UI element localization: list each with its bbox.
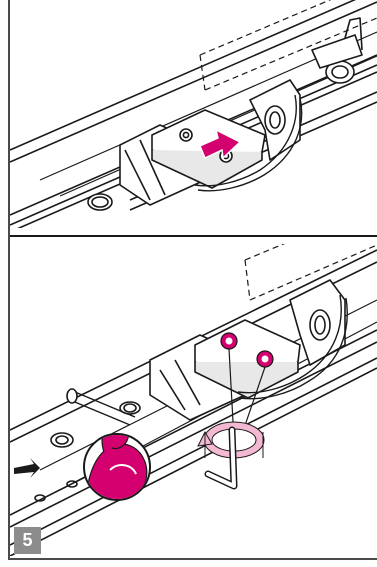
top-panel <box>10 0 377 232</box>
bottom-border-rule <box>8 558 377 560</box>
bracket-hole-1 <box>180 129 192 141</box>
direction-marker <box>14 458 40 478</box>
bottom-panel <box>10 205 377 556</box>
strength-arm-icon <box>84 423 150 500</box>
step-number-badge: 5 <box>14 527 41 554</box>
